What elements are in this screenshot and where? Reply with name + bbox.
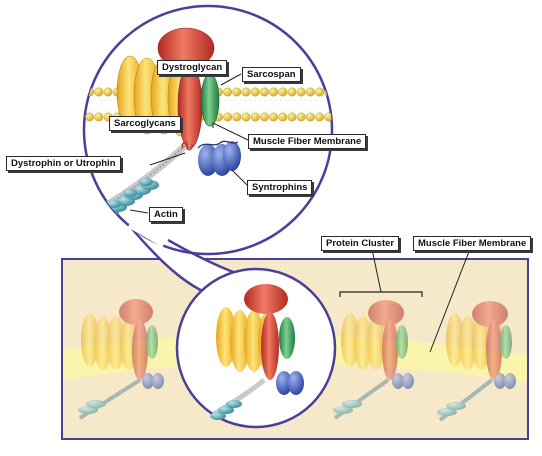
lipid-bead [223, 112, 233, 122]
lipid-bead [223, 87, 233, 97]
lipid-bead [84, 87, 85, 97]
label-sarcoglycans: Sarcoglycans [109, 116, 181, 131]
label-muscle-fiber-membrane-top: Muscle Fiber Membrane [248, 134, 367, 149]
syntrophins [197, 140, 241, 176]
lipid-bead [94, 87, 104, 97]
lipid-bead [58, 113, 66, 121]
lipid-bead [250, 87, 260, 97]
lipid-bead [296, 87, 306, 97]
lipid-bead [67, 88, 75, 96]
label-protein-cluster: Protein Cluster [321, 236, 400, 251]
small-zoom-contents [210, 284, 304, 420]
lipid-bead [278, 112, 288, 122]
lipid-bead [269, 112, 278, 122]
label-muscle-fiber-membrane-bottom: Muscle Fiber Membrane [413, 236, 532, 251]
lipid-bead [232, 112, 242, 122]
protein-cluster-middle [333, 300, 414, 420]
label-dystroglycan: Dystroglycan [157, 60, 228, 75]
lipid-bead [315, 112, 324, 122]
lipid-bead [305, 112, 315, 122]
lipid-bead [58, 88, 66, 96]
lipid-bead [241, 87, 251, 97]
label-sarcospan: Sarcospan [242, 67, 301, 82]
protein-cluster-right [437, 301, 516, 422]
label-dystrophin-or-utrophin: Dystrophin or Utrophin [6, 156, 121, 171]
lipid-bead [241, 112, 251, 122]
label-syntrophins: Syntrophins [247, 180, 313, 195]
lipid-bead [278, 87, 288, 97]
lipid-bead [103, 87, 113, 97]
protein-cluster-left [78, 299, 164, 420]
lipid-bead [85, 112, 95, 122]
lipid-bead [269, 87, 278, 97]
sarcospan [200, 73, 220, 127]
label-actin: Actin [149, 207, 183, 222]
leader-lines [129, 73, 249, 214]
membrane-leader-bottom [429, 248, 471, 353]
lipid-bead [324, 112, 332, 122]
lipid-bead [259, 112, 269, 122]
protein-cluster-leader [371, 248, 382, 293]
zoom-contents [58, 27, 351, 218]
lipid-bead [296, 112, 306, 122]
lipid-bead [334, 113, 342, 121]
lipid-bead [67, 113, 75, 121]
lipid-bead [334, 88, 342, 96]
lipid-bead [94, 112, 104, 122]
lipid-bead [287, 112, 297, 122]
lipid-bead [287, 87, 297, 97]
dystrophin-head [181, 141, 194, 151]
lipid-bead [259, 87, 269, 97]
lipid-bead [343, 113, 351, 121]
lipid-bead [250, 112, 260, 122]
lipid-bead [305, 87, 315, 97]
lipid-bead [343, 88, 351, 96]
callout-tail-joint [127, 216, 169, 248]
lipid-bead [315, 87, 324, 97]
lipid-bead [232, 87, 242, 97]
